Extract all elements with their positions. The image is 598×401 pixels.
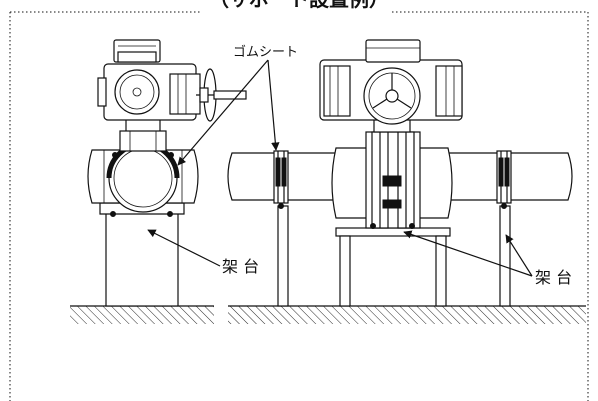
right-table-stand	[335, 227, 451, 237]
rubber-sheet-arrow-left	[177, 59, 269, 166]
stand-arrow-right	[505, 234, 533, 277]
stand-arrow-left	[147, 229, 221, 267]
stand-label-left: 架 台	[222, 257, 259, 276]
right-side-view	[227, 39, 586, 324]
stand-label-right: 架 台	[535, 268, 572, 287]
rubber-sheet-arrow-right	[267, 59, 280, 151]
left-end-view	[70, 39, 247, 324]
left-stand	[105, 212, 179, 307]
stand-arrow-center	[403, 230, 533, 277]
rubber-sheet-label: ゴムシート	[233, 44, 298, 60]
dotted-frame	[9, 11, 589, 401]
ground-hatch-left	[70, 306, 214, 324]
handwheel-right	[363, 67, 421, 125]
diagram-title: （サポート設置例）	[209, 0, 389, 11]
ground-hatch-right	[228, 306, 586, 324]
